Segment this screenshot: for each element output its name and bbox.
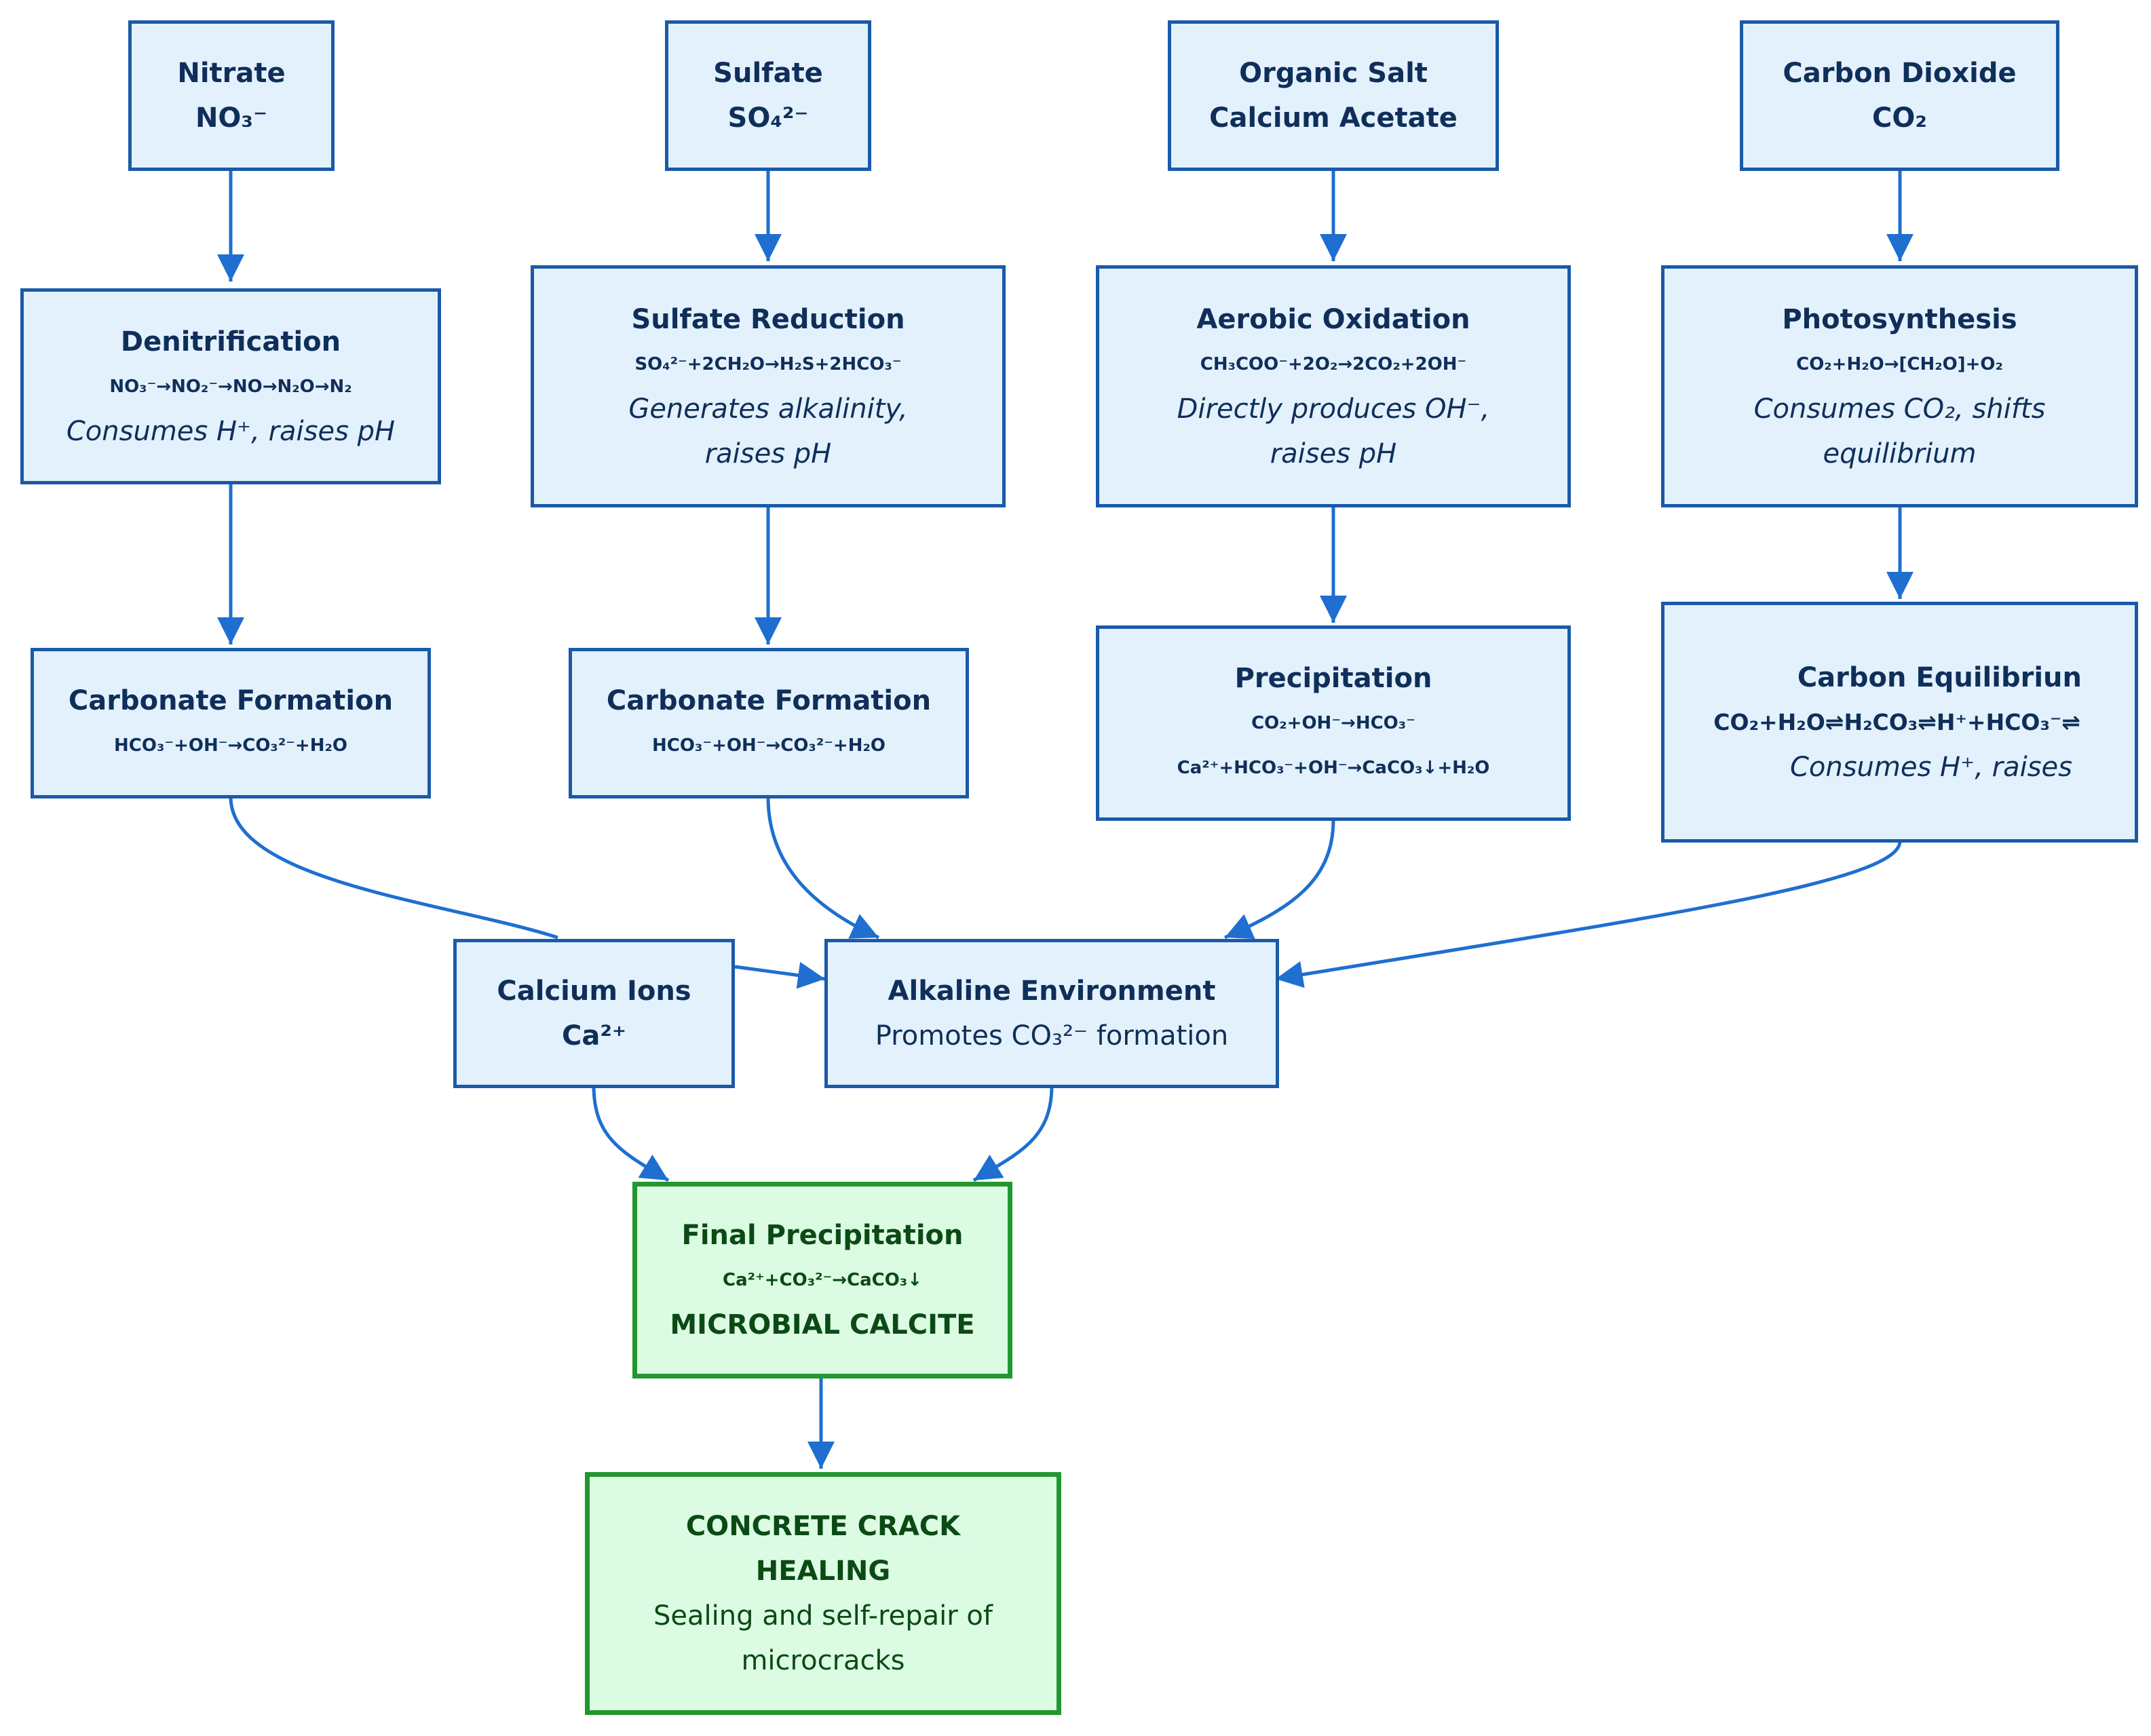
node-formula: CO₂+H₂O→[CH₂O]+O₂ xyxy=(1796,353,2003,374)
node-formula: NO₃⁻→NO₂⁻→NO→N₂O→N₂ xyxy=(109,376,352,397)
node-formula: CO₂+OH⁻→HCO₃⁻ xyxy=(1251,713,1415,733)
edge-calcium-ions-to-final-precipitation xyxy=(592,1085,670,1182)
node-calcium-ions: Calcium Ions Ca²⁺ xyxy=(453,939,735,1088)
node-note: raises pH xyxy=(704,438,832,469)
edge-alkaline-environment-to-final-precipitation xyxy=(972,1085,1054,1182)
node-title: Final Precipitation xyxy=(681,1220,964,1251)
node-carbonate-formation-1: Carbonate Formation HCO₃⁻+OH⁻→CO₃²⁻+H₂O xyxy=(31,648,431,798)
node-formula: CH₃COO⁻+2O₂→2CO₂+2OH⁻ xyxy=(1200,353,1467,374)
node-note: equilibrium xyxy=(1823,438,1977,469)
node-text: Promotes CO₃²⁻ formation xyxy=(875,1020,1229,1052)
edge-calcium-ions-to-alkaline-environment xyxy=(734,961,826,989)
node-note: raises pH xyxy=(1270,438,1397,469)
node-note: Generates alkalinity, xyxy=(628,393,908,425)
node-formula: SO₄²⁻+2CH₂O→H₂S+2HCO₃⁻ xyxy=(634,353,902,374)
node-note: Consumes CO₂, shifts xyxy=(1753,393,2046,425)
node-title: Calcium Ions xyxy=(497,976,691,1007)
node-carbon-dioxide: Carbon Dioxide CO₂ xyxy=(1740,20,2059,171)
node-text: microcracks xyxy=(741,1645,905,1676)
node-organic-salt: Organic Salt Calcium Acetate xyxy=(1168,20,1499,171)
node-sulfate: Sulfate SO₄²⁻ xyxy=(665,20,871,171)
node-formula: CO₂ xyxy=(1872,102,1927,134)
node-note: Consumes H⁺, raises pH xyxy=(66,415,396,447)
node-title: Carbon Equilibriun xyxy=(1797,661,2082,693)
node-text: Sealing and self-repair of xyxy=(653,1600,993,1632)
node-sulfate-reduction: Sulfate Reduction SO₄²⁻+2CH₂O→H₂S+2HCO₃⁻… xyxy=(531,265,1006,507)
node-formula: NO₃⁻ xyxy=(195,102,268,134)
node-emphasis: MICROBIAL CALCITE xyxy=(670,1309,975,1340)
node-photosynthesis: Photosynthesis CO₂+H₂O→[CH₂O]+O₂ Consume… xyxy=(1661,265,2138,507)
node-title: Carbon Dioxide xyxy=(1783,58,2017,89)
node-title: Aerobic Oxidation xyxy=(1196,303,1470,335)
node-title: Organic Salt xyxy=(1239,58,1428,89)
edge-carbon-equilibrium-to-alkaline-environment xyxy=(1275,841,1902,988)
edge-carbonate-formation-1-to-calcium-ions xyxy=(229,796,558,940)
node-formula: CO₂+H₂O⇌H₂CO₃⇌H⁺+HCO₃⁻⇌ xyxy=(1713,708,2080,735)
node-denitrification: Denitrification NO₃⁻→NO₂⁻→NO→N₂O→N₂ Cons… xyxy=(20,288,441,484)
edge-carbonate-formation-2-to-alkaline-environment xyxy=(766,796,880,940)
node-title: Carbonate Formation xyxy=(68,685,394,716)
node-title: Precipitation xyxy=(1234,663,1432,694)
node-title: Photosynthesis xyxy=(1782,303,2017,335)
node-formula: HCO₃⁻+OH⁻→CO₃²⁻+H₂O xyxy=(652,735,886,756)
node-aerobic-oxidation: Aerobic Oxidation CH₃COO⁻+2O₂→2CO₂+2OH⁻ … xyxy=(1096,265,1571,507)
node-precipitation: Precipitation CO₂+OH⁻→HCO₃⁻ Ca²⁺+HCO₃⁻+O… xyxy=(1096,625,1571,821)
node-formula: Ca²⁺ xyxy=(562,1020,626,1052)
node-alkaline-environment: Alkaline Environment Promotes CO₃²⁻ form… xyxy=(824,939,1279,1088)
node-formula: Ca²⁺+CO₃²⁻→CaCO₃↓ xyxy=(723,1270,922,1290)
node-note: Consumes H⁺, raises xyxy=(1789,751,2072,783)
node-title: Sulfate Reduction xyxy=(631,303,905,335)
node-title: Denitrification xyxy=(120,326,341,358)
node-title: Carbonate Formation xyxy=(606,685,932,716)
node-nitrate: Nitrate NO₃⁻ xyxy=(128,20,335,171)
edge-precipitation-to-alkaline-environment xyxy=(1223,819,1335,940)
node-formula: HCO₃⁻+OH⁻→CO₃²⁻+H₂O xyxy=(114,735,347,756)
node-title: Alkaline Environment xyxy=(888,976,1216,1007)
node-note: Directly produces OH⁻, xyxy=(1177,393,1490,425)
node-final-precipitation: Final Precipitation Ca²⁺+CO₃²⁻→CaCO₃↓ MI… xyxy=(632,1182,1012,1378)
node-title: HEALING xyxy=(755,1556,891,1587)
node-title: Sulfate xyxy=(713,58,823,89)
node-subtitle: Calcium Acetate xyxy=(1209,102,1458,134)
node-formula: Ca²⁺+HCO₃⁻+OH⁻→CaCO₃↓+H₂O xyxy=(1177,758,1490,778)
node-carbon-equilibrium: Carbon Equilibriun CO₂+H₂O⇌H₂CO₃⇌H⁺+HCO₃… xyxy=(1661,602,2138,843)
node-title: Nitrate xyxy=(177,58,286,89)
node-title: CONCRETE CRACK xyxy=(685,1511,961,1542)
node-formula: SO₄²⁻ xyxy=(727,102,809,134)
node-crack-healing: CONCRETE CRACK HEALING Sealing and self-… xyxy=(585,1472,1061,1715)
node-carbonate-formation-2: Carbonate Formation HCO₃⁻+OH⁻→CO₃²⁻+H₂O xyxy=(569,648,969,798)
